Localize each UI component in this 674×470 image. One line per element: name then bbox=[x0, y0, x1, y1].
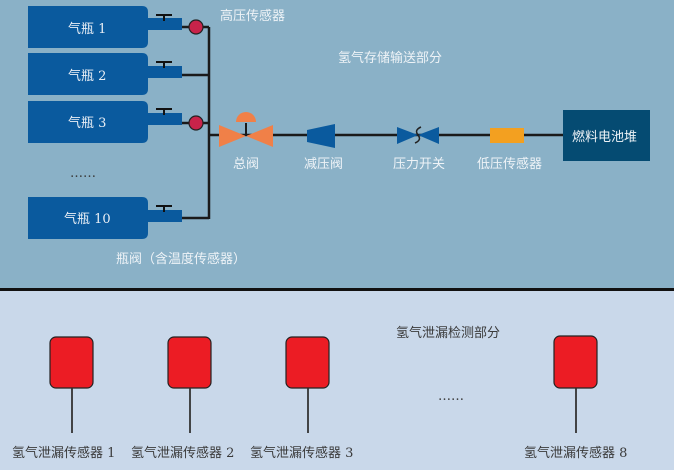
fuel-cell-stack-box[interactable] bbox=[563, 110, 650, 161]
gas-cylinder-1[interactable]: 气瓶 1 bbox=[28, 6, 182, 48]
fuel-cell-stack-label: 燃料电池堆 bbox=[572, 129, 637, 145]
leak-sensor-8-label: 氢气泄漏传感器 8 bbox=[524, 445, 627, 461]
leak-sensor-1-label: 氢气泄漏传感器 1 bbox=[12, 445, 115, 461]
pressure-reducing-valve-label: 减压阀 bbox=[304, 157, 343, 172]
pressure-switch-icon[interactable] bbox=[397, 126, 439, 144]
pressure-switch-label: 压力开关 bbox=[393, 157, 445, 172]
high-pressure-sensor-1-icon bbox=[188, 19, 204, 35]
cylinder-2-label: 气瓶 2 bbox=[68, 68, 106, 84]
leak-sensor-3-label: 氢气泄漏传感器 3 bbox=[250, 445, 353, 461]
pressure-reducing-valve-icon[interactable] bbox=[307, 124, 335, 148]
section-divider bbox=[0, 288, 674, 291]
leak-sensor-1[interactable] bbox=[49, 336, 94, 433]
cylinders-ellipsis: …… bbox=[70, 166, 96, 181]
cylinder-valve-label: 瓶阀（含温度传感器） bbox=[116, 251, 246, 267]
main-valve-icon[interactable] bbox=[219, 112, 273, 147]
leak-sensor-8[interactable] bbox=[553, 335, 598, 433]
high-pressure-sensor-label: 高压传感器 bbox=[220, 8, 285, 24]
leak-sensor-2[interactable] bbox=[167, 336, 212, 433]
gas-cylinder-2[interactable]: 气瓶 2 bbox=[28, 53, 182, 95]
high-pressure-sensor-3-icon bbox=[188, 115, 204, 131]
storage-section-title: 氢气存储输送部分 bbox=[338, 50, 442, 66]
leak-sensors-ellipsis: …… bbox=[438, 389, 464, 404]
leak-sensor-3[interactable] bbox=[285, 336, 330, 433]
cylinder-1-label: 气瓶 1 bbox=[68, 21, 106, 37]
leak-section-title: 氢气泄漏检测部分 bbox=[396, 325, 500, 341]
gas-cylinder-3[interactable]: 气瓶 3 bbox=[28, 101, 182, 143]
gas-cylinder-10[interactable]: 气瓶 10 bbox=[28, 197, 182, 239]
cylinder-3-label: 气瓶 3 bbox=[68, 115, 106, 131]
cylinder-10-label: 气瓶 10 bbox=[64, 211, 111, 227]
low-pressure-sensor-icon[interactable] bbox=[490, 128, 524, 143]
low-pressure-sensor-label: 低压传感器 bbox=[477, 156, 542, 172]
main-valve-label: 总阀 bbox=[233, 157, 259, 172]
leak-sensor-2-label: 氢气泄漏传感器 2 bbox=[131, 445, 234, 461]
